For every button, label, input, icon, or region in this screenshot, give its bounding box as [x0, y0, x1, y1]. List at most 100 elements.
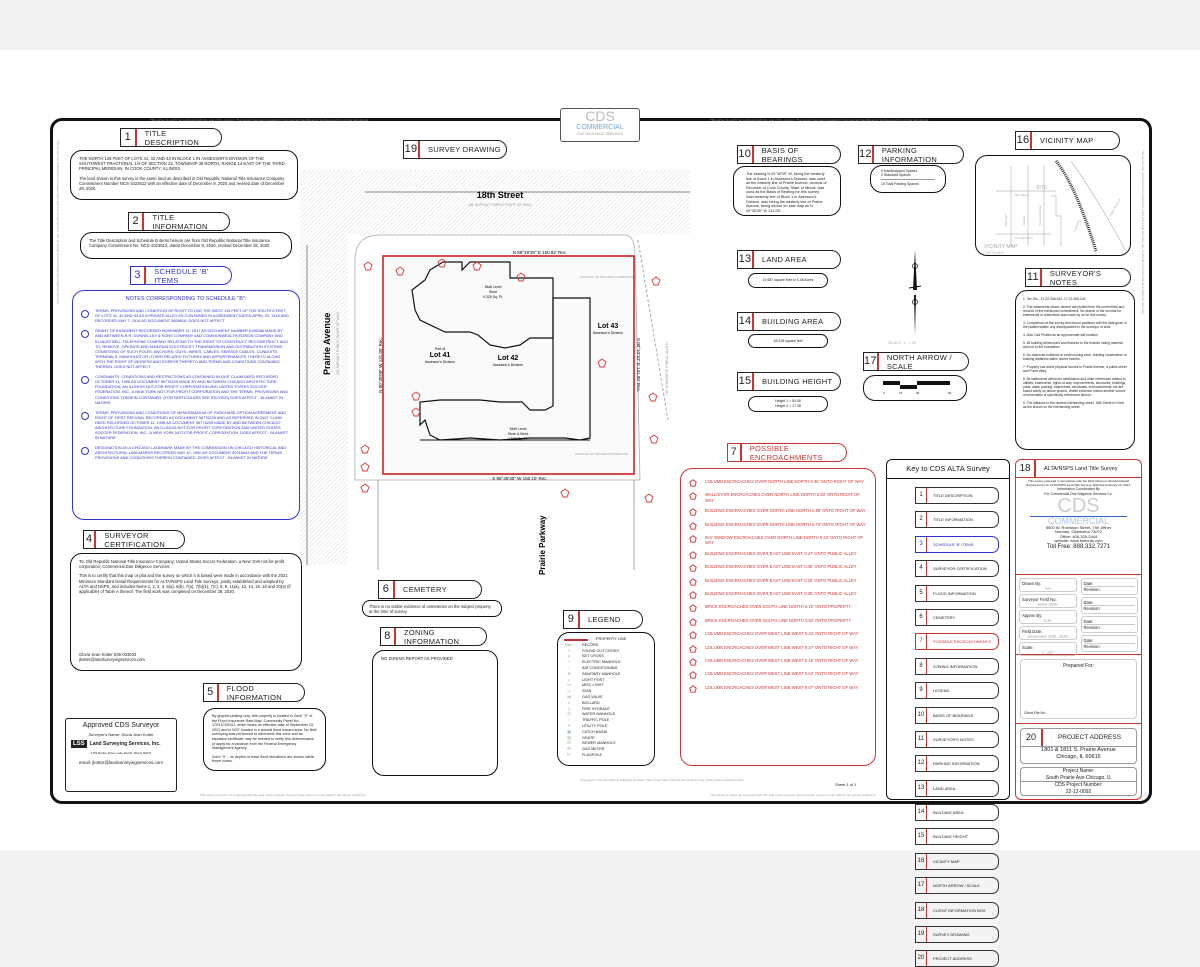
- section-title: BASIS OF BEARINGS: [761, 145, 803, 164]
- prepared-by: For Commercial Due Diligence Services Co…: [1044, 491, 1113, 496]
- encroachment-text: COLUMN ENCROACHES OVER WEST LINE WEST 0.…: [705, 671, 859, 677]
- key-item[interactable]: 15 BUILDING HEIGHT: [915, 828, 999, 846]
- legend-symbol-icon: □: [567, 660, 571, 665]
- key-item-number: 20: [916, 951, 927, 967]
- section-title: BUILDING HEIGHT: [762, 377, 833, 386]
- legend-box: PROPERTY LINE Rec.RECORD+FOUND CUT CROSS…: [557, 632, 655, 766]
- key-item-label: SURVEY DRAWING: [933, 932, 970, 938]
- legend-label: GAS VALVE: [582, 694, 603, 699]
- encroachment-marker: [597, 358, 607, 368]
- parking-total: 15 Total Parking Spaces: [881, 182, 919, 187]
- key-item-label: SURVEYOR CERTIFICATION: [933, 566, 987, 572]
- legend-symbol-icon: ⊟: [567, 747, 571, 752]
- field-value: GH: [1044, 586, 1051, 591]
- schedule-b-item: COVENANTS, CONDITIONS AND RESTRICTIONS A…: [81, 374, 291, 405]
- key-item-label: LEGEND: [933, 688, 950, 694]
- basis-text: The bearing N 00°30'09" W, being the wes…: [746, 172, 827, 213]
- revision-date-label: Date:: [1083, 619, 1135, 625]
- logo-tag: DUE DILIGENCE SERVICES: [577, 132, 623, 136]
- lot-41-label: Lot 41: [430, 352, 451, 359]
- key-item-number: 13: [916, 780, 927, 796]
- project-address-box: 20 PROJECT ADDRESS 1801 & 1811 S. Prairi…: [1020, 728, 1137, 764]
- legend-symbol-icon: ⊥: [567, 689, 571, 694]
- surveyor-email[interactable]: jkotter@landsurveyingservices.com: [79, 656, 145, 662]
- cds-website[interactable]: website: www.frsecrds.com: [1054, 538, 1103, 544]
- building-north-outline: [411, 261, 554, 349]
- section-title: LAND AREA: [762, 255, 807, 264]
- key-item[interactable]: 9 LEGEND: [915, 682, 999, 700]
- title-description-text: THE NORTH 126 FEET OF LOTS 41, 42 AND 43…: [79, 156, 285, 172]
- sheet-number: Sheet 1 of 1: [835, 782, 857, 787]
- key-item-label: BUILDING AREA: [933, 810, 964, 816]
- drawing-field: Scale:1"=30': [1019, 642, 1077, 656]
- section-number: 18: [1016, 460, 1036, 477]
- fine-print-bottom-left: This survey is void if not embossed with…: [200, 793, 367, 797]
- legend-label: BOLLARD: [582, 700, 600, 705]
- key-item-number: 11: [916, 731, 927, 747]
- sheet-value: 1 of 1: [846, 782, 857, 787]
- encroachment-text: BRICK ENCROACHES OVER SOUTH LINE NORTH 0…: [705, 604, 852, 610]
- key-item-number: 9: [916, 683, 927, 699]
- item-circle-icon: [81, 411, 89, 420]
- parcel-note: CHICAGO US SOCCER FOUNDATION: [575, 452, 628, 456]
- encroachment-text: BUILDING ENCROACHES OVER EAST LINE EAST …: [705, 550, 857, 556]
- approved-company: Land Surveying Services, Inc.: [89, 741, 161, 747]
- encroachment-text: BRICK ENCROACHES OVER SOUTH LINE NORTH 0…: [705, 617, 852, 623]
- surveyor-signer: Gloria Jean Kotter 035-003033: [79, 651, 137, 657]
- surveyors-notes-box: 1. Tax IDs - 17-22-306-041, 17-22-306-04…: [1015, 290, 1135, 450]
- section-number: 19: [404, 141, 420, 158]
- zoning-box: NO ZONING REPORT AS PROVIDED: [372, 650, 498, 776]
- revision-field: Date:Revision:: [1080, 635, 1138, 652]
- legend-item: ☼LIGHT POST: [564, 678, 648, 684]
- legend-item: ⊥SIGN: [564, 689, 648, 695]
- legend-symbol-icon: ⊙: [567, 723, 571, 728]
- key-item-number: 15: [916, 829, 927, 845]
- cds-logo: CDS COMMERCIAL DUE DILIGENCE SERVICES: [560, 108, 640, 142]
- encroachment-item: COLUMN ENCROACHES OVER NORTH LINE NORTH …: [689, 479, 867, 487]
- project-name-label: Project Name:: [1062, 768, 1095, 774]
- legend-label: FLAGPOLE: [582, 752, 603, 757]
- project-number: 22-12-0092: [1065, 788, 1092, 795]
- section-number: 8: [381, 628, 396, 645]
- key-item-number: 12: [916, 756, 927, 772]
- scale-tick: 0: [883, 391, 885, 395]
- lss-logo: LSS: [71, 740, 87, 748]
- legend-symbol-icon: ◌: [567, 718, 571, 723]
- encroachment-marker: [437, 258, 447, 268]
- approved-email[interactable]: email: jkotter@landsurveyingservices.com: [78, 760, 164, 765]
- legend-symbol-icon: ⊶: [567, 683, 571, 688]
- key-item-label: BUILDING HEIGHT: [933, 834, 969, 840]
- basis-of-bearings-box: The bearing N 00°30'09" W, being the wes…: [733, 166, 841, 216]
- encroachment-marker: [360, 483, 370, 493]
- height-2: Height 2 = 17.38: [775, 403, 801, 408]
- field-label: Field Date:: [1022, 629, 1043, 634]
- schedule-b-list: TERMS, PROVISIONS AND CONDITION OF RIGHT…: [81, 308, 291, 460]
- section-number: 9: [564, 611, 580, 628]
- encroachment-pentagon-icon: [689, 577, 697, 586]
